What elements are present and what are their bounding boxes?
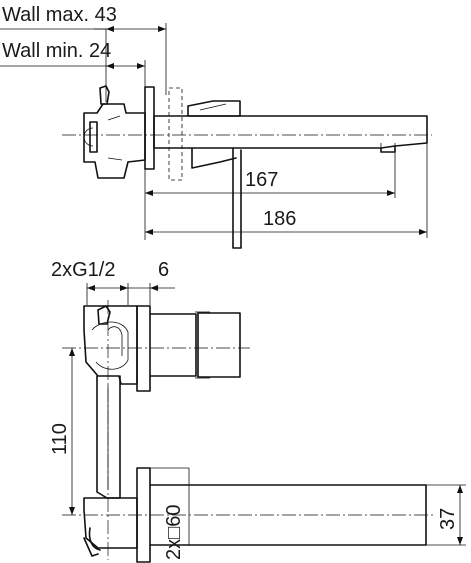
dimension-110: 110 (49, 348, 75, 515)
plate-size-label: 2x□60 (163, 505, 185, 560)
wall-section (168, 87, 183, 181)
dimension-37: 37 (426, 484, 466, 546)
handle-body-front (149, 311, 241, 379)
dim-167-label: 167 (245, 169, 278, 191)
wall-max-label: Wall max. 43 (2, 4, 117, 26)
wall-min-label: Wall min. 24 (2, 40, 111, 62)
dimension-wall-min: Wall min. 24 (0, 26, 146, 240)
dim-186-label: 186 (263, 208, 296, 230)
dimension-6: 6 (128, 259, 175, 305)
height-110-label: 110 (49, 423, 71, 455)
thread-label: 2xG1/2 (51, 259, 115, 281)
lever-handle (187, 100, 241, 117)
cartridge-housing (191, 147, 237, 169)
front-view: 2xG1/2 6 (49, 259, 466, 563)
side-view: Wall max. 43 Wall min. 24 (0, 4, 432, 249)
dimension-167: 167 (145, 150, 396, 198)
mixer-body (83, 305, 138, 385)
dimension-thread: 2xG1/2 (51, 259, 129, 305)
dimension-186: 186 (145, 143, 428, 238)
dimension-wall-max: Wall max. 43 (0, 4, 167, 95)
spout-37-label: 37 (437, 508, 459, 530)
drain-rod (232, 147, 242, 249)
upper-wall-plate (136, 305, 151, 392)
mounting-body (83, 85, 146, 179)
lower-block (83, 497, 138, 557)
six-label: 6 (158, 259, 169, 281)
connecting-pipe (96, 375, 121, 499)
spout (153, 115, 428, 153)
wall-plate (144, 86, 155, 170)
